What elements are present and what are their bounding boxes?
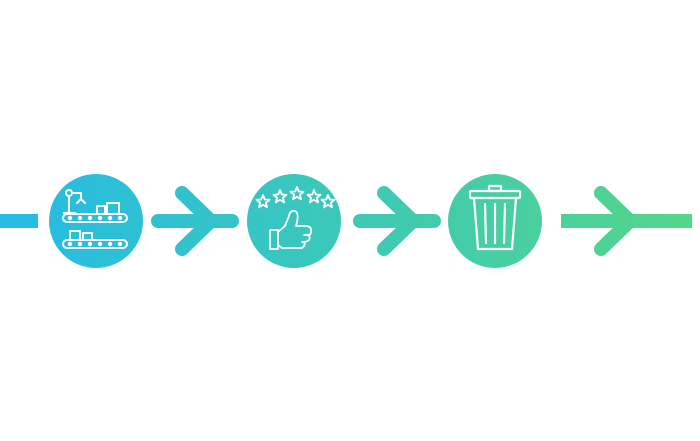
thumbs-up-five-stars-icon [255, 186, 336, 250]
arrow-right-3 [561, 186, 692, 256]
factory-conveyor-robot-arm-icon [62, 189, 128, 249]
arrow-right-1 [151, 186, 239, 256]
step-factory [49, 174, 143, 268]
arrow-right-2 [353, 186, 441, 256]
step-trash [448, 174, 542, 268]
flow-line-start [0, 214, 38, 228]
step-rating [247, 174, 341, 268]
step-circle [247, 174, 341, 268]
trash-bin-icon [468, 184, 522, 251]
